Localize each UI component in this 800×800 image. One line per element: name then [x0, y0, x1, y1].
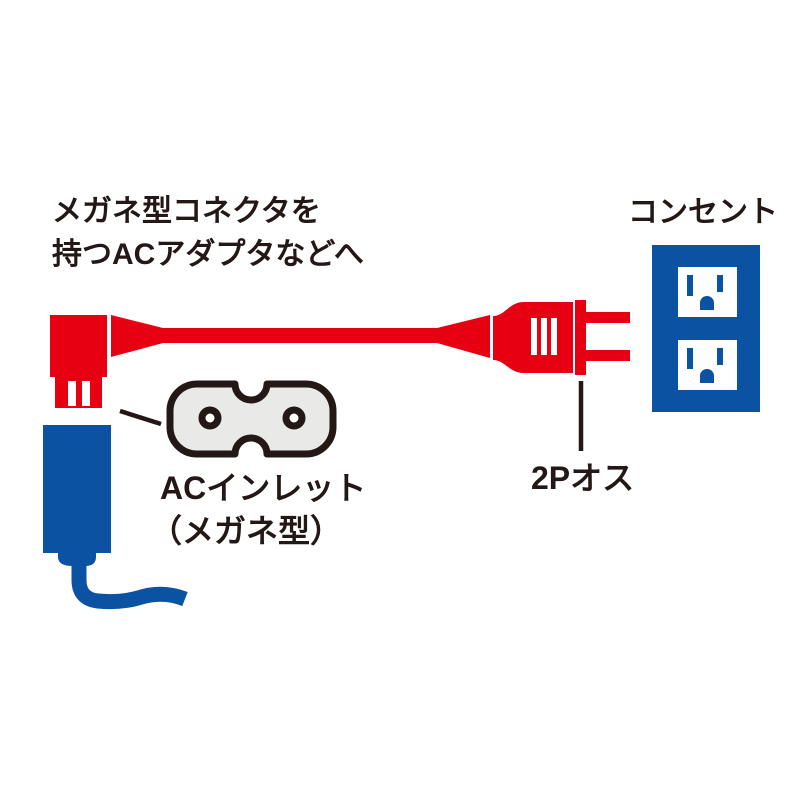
inlet-label-line1: ACインレット [160, 470, 366, 506]
socket-ground-hole [700, 296, 714, 310]
plug-strain-relief [437, 315, 490, 358]
right-angle-figure8-connector-icon [50, 315, 163, 408]
inlet-leader-line [119, 408, 162, 427]
plug-label: 2Pオス [531, 460, 634, 496]
inlet-pin-hole-left [198, 406, 222, 430]
connector-body [50, 315, 107, 377]
ac-adapter-icon [43, 425, 188, 610]
connector-tip-slot [82, 381, 90, 406]
socket-slot-right [717, 348, 723, 365]
adapter-note-line1: メガネ型コネクタを [52, 195, 321, 228]
socket-ground-hole [700, 369, 714, 383]
plug-body-stripe [551, 318, 557, 355]
socket-slot-right [717, 275, 723, 292]
adapter-body [43, 425, 111, 553]
connector-tip-slot [68, 381, 76, 406]
plug-prong-top [586, 312, 630, 323]
adapter-cord [71, 562, 188, 610]
adapter-note-line2: 持つACアダプタなどへ [52, 237, 364, 271]
socket-slot-left [687, 275, 693, 296]
outlet-label: コンセント [628, 196, 778, 229]
inlet-label: ACインレット （メガネ型） [150, 470, 366, 549]
wall-outlet-icon [652, 245, 760, 412]
socket-slot-left [687, 348, 693, 369]
outlet-socket-upper [678, 267, 737, 317]
adapter-note: メガネ型コネクタを 持つACアダプタなどへ [52, 195, 364, 271]
red-power-cord-icon [163, 328, 437, 343]
connector-tip [55, 377, 102, 408]
plug-face [575, 300, 586, 375]
connector-strain-relief [111, 315, 163, 357]
inlet-pin-hole-right [282, 406, 306, 430]
2p-male-plug-icon [437, 300, 630, 375]
plug-body-stripe [541, 318, 547, 355]
inlet-outline [166, 380, 337, 458]
outlet-socket-lower [678, 340, 737, 390]
plug-prong-bottom [586, 350, 630, 361]
plug-body-stripe [531, 318, 537, 355]
figure8-ac-inlet-icon [166, 380, 337, 458]
inlet-label-line2: （メガネ型） [150, 513, 342, 549]
